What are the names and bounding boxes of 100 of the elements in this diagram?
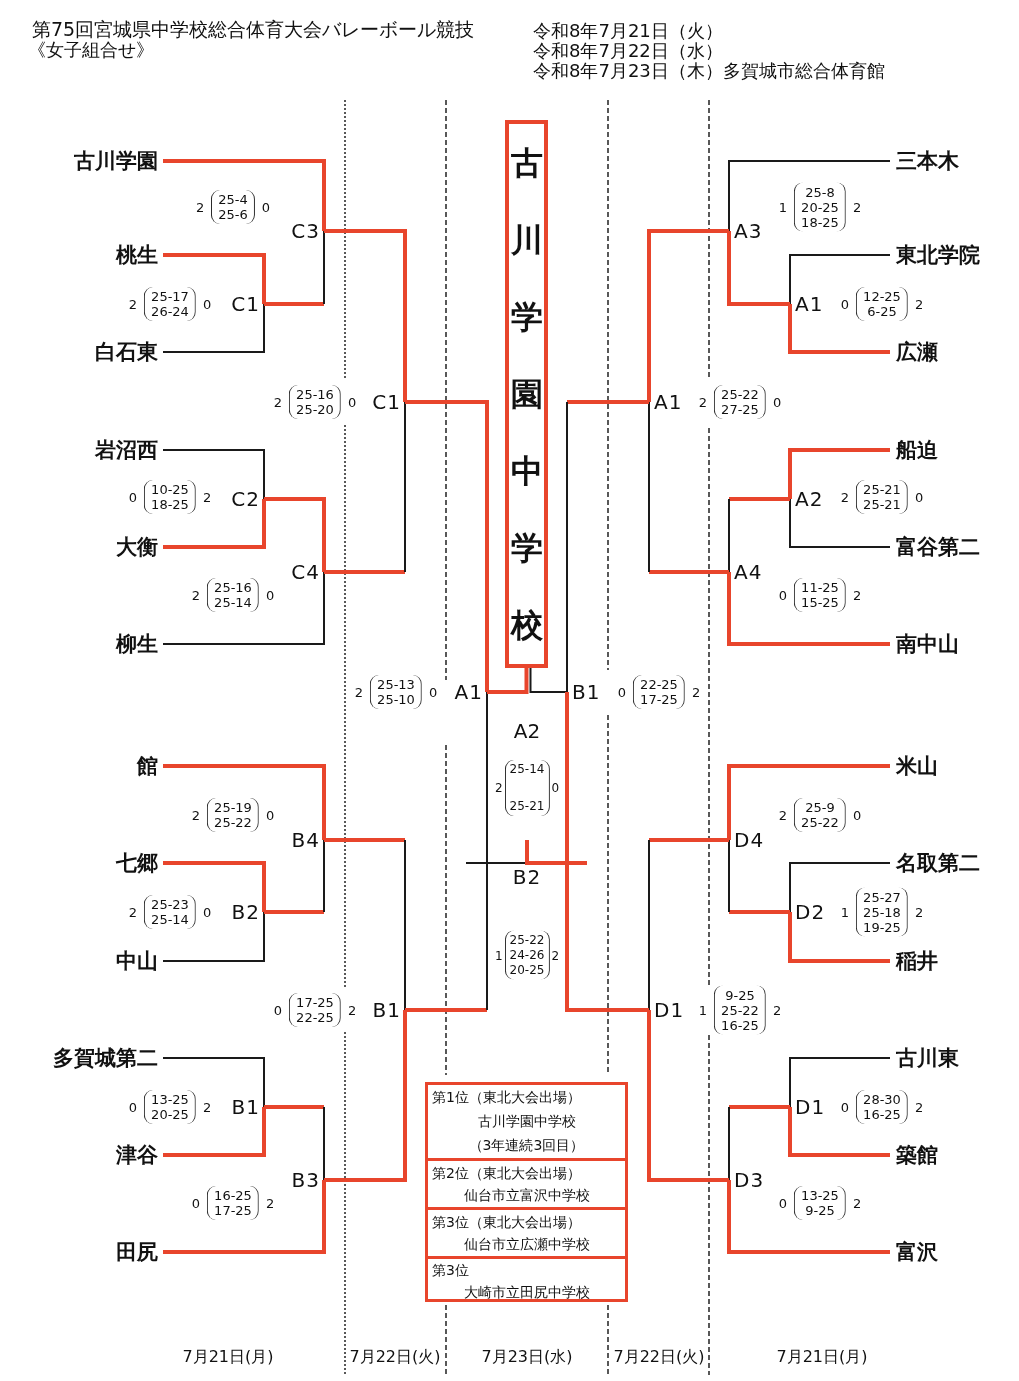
match-code: B1 — [372, 998, 405, 1022]
set-score: 25-22 — [214, 815, 252, 830]
date-line: 令和8年7月22日（水） — [533, 40, 723, 62]
set-count: 1 — [778, 199, 788, 215]
set-score: 16-25 — [863, 1107, 901, 1122]
match-code: A3 — [729, 219, 763, 243]
set-count: 2 — [698, 394, 708, 410]
bracket-line — [163, 1180, 326, 1254]
set-score: 25-13 — [377, 677, 415, 692]
set-score: 27-25 — [721, 402, 759, 417]
set-score: 20-25 — [801, 199, 839, 215]
set-count: 0 — [265, 587, 275, 603]
team-name: 七郷 — [116, 849, 163, 877]
set-count: 0 — [428, 684, 438, 700]
team-name: 広瀬 — [890, 338, 938, 366]
champion-box: 古川学園中学校 — [505, 120, 548, 668]
bracket-line — [727, 764, 890, 840]
set-count: 0 — [202, 904, 212, 920]
bracket-line — [324, 401, 406, 574]
set-score: 25-14 — [151, 912, 189, 927]
bracket-line — [648, 401, 729, 574]
set-score: 22-25 — [640, 677, 678, 692]
match-code: C1 — [231, 292, 264, 316]
set-score: 13-25 — [151, 1092, 189, 1107]
set-score: 6-25 — [867, 304, 897, 319]
bracket-line — [324, 838, 406, 1011]
match-code: A1 — [790, 292, 824, 316]
match-code: B2 — [231, 900, 264, 924]
set-score: 25-16 — [214, 580, 252, 595]
set-score: 25-19 — [214, 800, 252, 815]
bracket-line — [529, 667, 568, 693]
set-score: 11-25 — [801, 580, 839, 595]
set-count: 0 — [191, 1195, 201, 1211]
rank-heading: 第3位（東北大会出場） — [431, 1213, 582, 1231]
bracket-line — [727, 1180, 890, 1254]
bracket-line — [788, 304, 890, 354]
team-name: 南中山 — [890, 630, 959, 658]
set-score: 25-9 — [805, 800, 835, 815]
set-count: 2 — [191, 807, 201, 823]
bracket-line — [405, 862, 488, 1012]
result-table — [425, 1082, 628, 1302]
title: 第75回宮城県中学校総合体育大会バレーボール競技 — [32, 17, 475, 41]
school-name: 大崎市立田尻中学校 — [462, 1283, 591, 1301]
match-code: C2 — [231, 487, 264, 511]
set-count: 0 — [273, 1002, 283, 1018]
rank-heading: 第1位（東北大会出場） — [431, 1089, 582, 1107]
team-name: 名取第二 — [890, 849, 980, 877]
day-label: 7月21日(月) — [182, 1347, 274, 1368]
set-score: 18-25 — [151, 497, 189, 512]
day-label: 7月22日(火) — [613, 1347, 705, 1368]
set-score: 13-25 — [801, 1188, 839, 1203]
bracket-line — [163, 764, 326, 840]
set-score: 26-24 — [151, 304, 189, 319]
bracket-line — [163, 159, 326, 231]
bracket-line — [525, 840, 587, 865]
bracket-line — [728, 160, 891, 232]
set-count: 0 — [265, 807, 275, 823]
set-score: 25-21 — [863, 482, 901, 497]
set-score: 16-25 — [214, 1188, 252, 1203]
set-count: 0 — [772, 394, 782, 410]
bracket-line — [565, 863, 649, 1012]
bracket-line — [647, 229, 729, 402]
set-score: 25-22 — [721, 387, 759, 402]
match-code: A2 — [512, 719, 542, 743]
match-code: A1 — [649, 390, 683, 414]
bracket-line — [486, 691, 488, 864]
bracket-line — [728, 839, 790, 914]
set-score: 25-22 — [721, 1002, 759, 1018]
set-score: 25-18 — [863, 904, 901, 920]
set-count: 2 — [852, 1195, 862, 1211]
bracket-line — [727, 572, 890, 646]
team-name: 多賀城第二 — [53, 1044, 163, 1072]
bracket-line — [789, 498, 891, 548]
bracket-line — [565, 692, 569, 863]
match-code: D3 — [729, 1168, 765, 1192]
set-score: 25-4 — [218, 192, 248, 207]
set-score: 20-25 — [509, 962, 545, 978]
set-count: 0 — [347, 394, 357, 410]
set-count: 2 — [778, 807, 788, 823]
set-score: 10-25 — [151, 482, 189, 497]
school-name: 古川学園中学校 — [476, 1113, 577, 1130]
set-score: 18-25 — [801, 214, 839, 230]
set-score: 25-14 — [214, 595, 252, 610]
set-count: 0 — [261, 199, 271, 215]
bracket-line — [163, 1107, 266, 1157]
set-score: 22-25 — [296, 1010, 334, 1025]
match-code: D2 — [790, 900, 826, 924]
date-line: 令和8年7月21日（火） — [533, 19, 723, 42]
set-score: 25-21 — [863, 497, 901, 512]
match-code: B4 — [291, 828, 324, 852]
set-count: 2 — [202, 1099, 212, 1115]
set-count: 2 — [914, 296, 924, 312]
bracket-line — [465, 862, 528, 864]
bracket-line — [405, 400, 489, 692]
set-score: 9-25 — [725, 987, 755, 1003]
team-name: 桃生 — [116, 241, 163, 269]
bracket-line — [788, 1107, 890, 1157]
bracket-line — [264, 1105, 325, 1181]
set-score: 17-25 — [640, 692, 678, 707]
bracket-line — [162, 449, 265, 500]
